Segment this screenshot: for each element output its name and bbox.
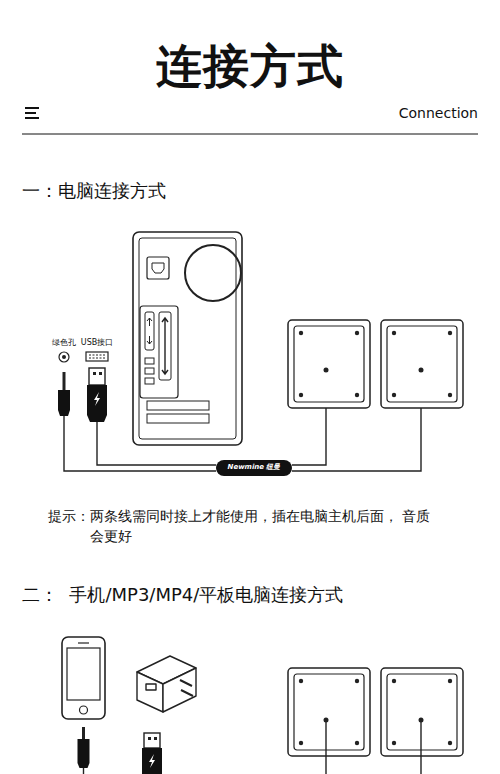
green-port xyxy=(59,352,69,362)
illustration-part xyxy=(288,668,370,756)
green-port-core xyxy=(62,355,66,359)
pc-case-part xyxy=(145,368,154,374)
pc-case-part xyxy=(145,358,154,364)
audio-plug-part xyxy=(78,739,90,768)
usb-port-pins xyxy=(89,355,105,358)
wire-dot xyxy=(324,718,329,723)
brand-text: Newmine 纽曼 xyxy=(228,464,281,472)
illustration-part xyxy=(381,320,463,408)
pc-case-part xyxy=(147,257,169,279)
phone-part xyxy=(67,648,100,700)
cable-part xyxy=(64,416,216,471)
menu-icon-part xyxy=(25,112,36,114)
pc-case-part xyxy=(133,232,242,445)
inline-controller: Newmine 纽曼 xyxy=(216,460,292,476)
section-heading: 一：电脑连接方式 xyxy=(22,178,422,203)
page-title: 连接方式 xyxy=(0,38,500,94)
usb-plug-part xyxy=(154,737,157,740)
pc-case-part xyxy=(139,238,236,439)
illustration-part xyxy=(288,320,370,408)
pc-case-part xyxy=(152,263,164,273)
usb-port xyxy=(86,352,108,361)
wire-dot xyxy=(419,718,424,723)
usb-plug-part xyxy=(144,733,160,748)
charger-part xyxy=(163,668,196,712)
pc-case-part xyxy=(145,378,154,384)
audio-plug xyxy=(78,727,90,774)
wire-dot xyxy=(324,368,329,373)
charger-part xyxy=(180,680,193,696)
cable xyxy=(326,720,421,774)
usb-plug xyxy=(142,733,162,774)
pc-case-part xyxy=(140,306,178,398)
cable-part xyxy=(325,720,326,774)
audio-plug-part xyxy=(82,727,85,739)
usb-plug-part xyxy=(89,368,105,385)
usb-plug-part xyxy=(93,372,96,375)
pc-case-part xyxy=(185,245,241,301)
audio-plug xyxy=(58,372,70,416)
phone-part xyxy=(62,637,105,719)
usb-plug-part xyxy=(87,385,107,422)
usb-plug-part xyxy=(99,372,102,375)
audio-plug-part xyxy=(83,768,84,774)
pc-case-part xyxy=(147,401,209,410)
pc-case-part xyxy=(147,318,152,344)
menu-icon-part xyxy=(25,117,39,119)
pc-case-part xyxy=(145,312,154,350)
section-heading: 二： 手机/MP3/MP4/平板电脑连接方式 xyxy=(22,582,482,607)
menu-icon-part xyxy=(25,107,39,109)
phone xyxy=(62,637,105,719)
phone-part xyxy=(80,706,88,714)
port-label: USB接口 xyxy=(77,337,117,348)
usb-plug-part xyxy=(142,748,162,774)
pc-case-part xyxy=(147,414,209,423)
note-text: 提示：两条线需同时接上才能使用，插在电脑主机后面， 音质会更好 xyxy=(48,507,443,546)
pc-case xyxy=(133,232,242,445)
charger-part xyxy=(146,684,156,690)
cable-part xyxy=(420,720,421,774)
audio-plug-part xyxy=(63,372,66,390)
charger-part xyxy=(137,672,163,712)
usb-plug-part xyxy=(148,737,151,740)
usb-plug-part xyxy=(149,754,155,768)
wire-dot xyxy=(419,368,424,373)
charger xyxy=(137,656,196,712)
pc-case-part xyxy=(162,318,168,374)
pc-case-part xyxy=(159,312,171,380)
header-label: Connection xyxy=(330,104,478,124)
illustration-part xyxy=(381,668,463,756)
phone-part xyxy=(78,642,89,643)
usb-plug xyxy=(87,368,107,422)
audio-plug-part xyxy=(58,390,70,416)
menu-icon xyxy=(25,108,39,118)
cable-part xyxy=(97,422,216,465)
header-rule xyxy=(22,134,478,135)
usb-plug-part xyxy=(94,392,100,406)
